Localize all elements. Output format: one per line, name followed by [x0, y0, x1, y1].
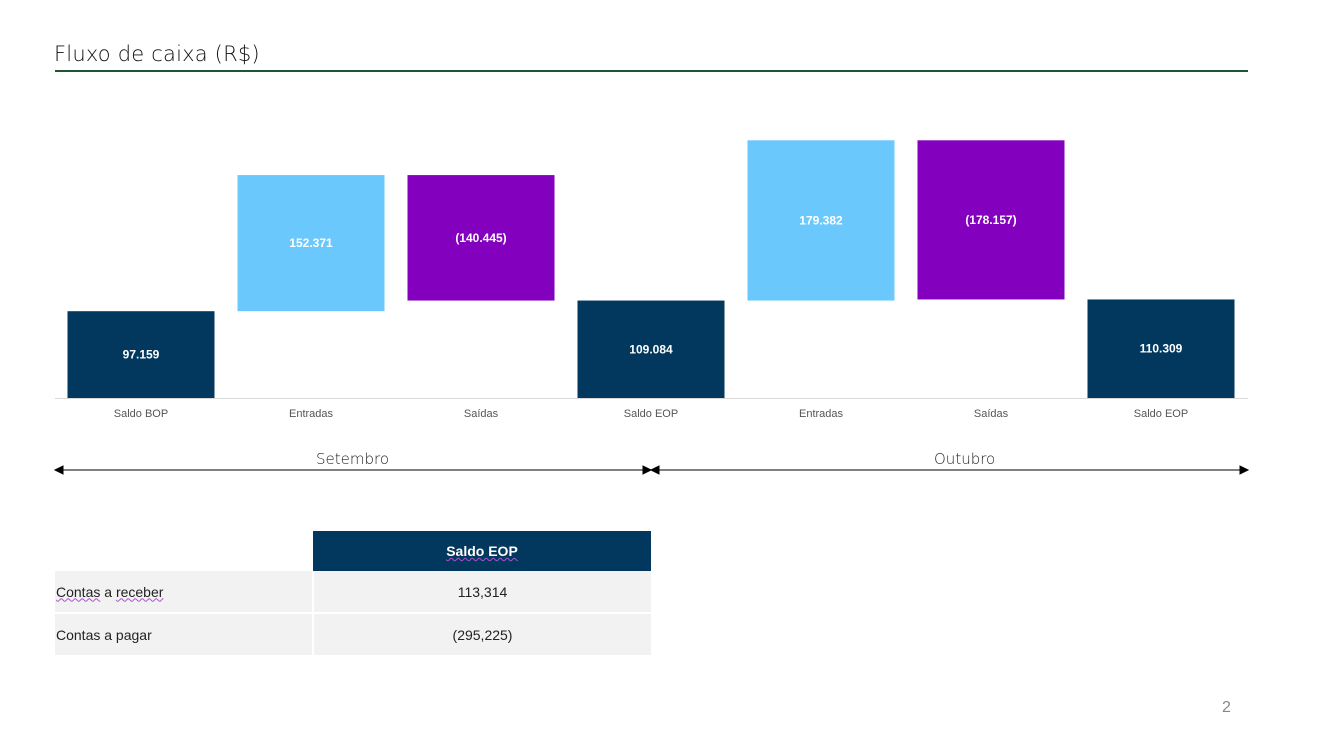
- title-divider: [55, 70, 1248, 72]
- table-row-value: (295,225): [313, 613, 651, 657]
- period-arrow-outubro: [649, 465, 1250, 475]
- label-word: receber: [115, 583, 164, 600]
- label-word: a: [104, 583, 113, 600]
- period-label-outubro: Outubro: [934, 450, 996, 468]
- data-label: 97.159: [123, 348, 160, 362]
- saldo-table: Saldo EOP Contas a receber 113,314 Conta…: [55, 531, 651, 657]
- table-row: Contas a receber 113,314: [55, 571, 651, 614]
- table-header-row: Saldo EOP: [55, 531, 651, 571]
- table-header-saldo-eop: Saldo EOP: [313, 531, 651, 571]
- data-label: 152.371: [289, 236, 333, 250]
- table-header-text: Saldo EOP: [446, 543, 518, 559]
- page-title: Fluxo de caixa (R$): [54, 42, 260, 66]
- bar-saídas: [407, 175, 555, 301]
- x-tick-label: Saídas: [974, 408, 1009, 420]
- label-word: Contas: [56, 583, 101, 600]
- table-row: Contas a pagar (295,225): [55, 613, 651, 657]
- x-tick-label: Saldo EOP: [624, 408, 678, 420]
- bar-saídas: [917, 140, 1065, 300]
- data-label: (178.157): [965, 213, 1016, 227]
- table-row-value: 113,314: [313, 571, 651, 614]
- data-label: 110.309: [1140, 342, 1183, 356]
- bar-saldo-eop: [577, 300, 725, 398]
- waterfall-chart: 97.159 152.371 (140.445) 109.084 179.382 (178…: [53, 140, 1250, 475]
- page-number: 2: [1222, 699, 1231, 716]
- bar-saldo-bop: [67, 311, 215, 398]
- period-arrow-setembro: [53, 465, 653, 475]
- bar-entradas: [747, 140, 895, 301]
- bar-entradas: [237, 175, 385, 312]
- x-tick-label: Saldo BOP: [114, 408, 168, 420]
- table-header-blank: [55, 531, 313, 571]
- x-tick-label: Entradas: [799, 408, 844, 420]
- x-tick-label: Entradas: [289, 408, 334, 420]
- bar-saldo-eop: [1087, 299, 1235, 398]
- x-tick-label: Saldo EOP: [1134, 408, 1188, 420]
- period-label-setembro: Setembro: [316, 450, 390, 468]
- data-label: (140.445): [455, 231, 506, 245]
- table-row-label: Contas a receber: [55, 571, 314, 614]
- data-label: 109.084: [629, 342, 673, 356]
- x-tick-label: Saídas: [464, 408, 499, 420]
- table-row-label: Contas a pagar: [55, 613, 314, 657]
- data-label: 179.382: [799, 213, 843, 227]
